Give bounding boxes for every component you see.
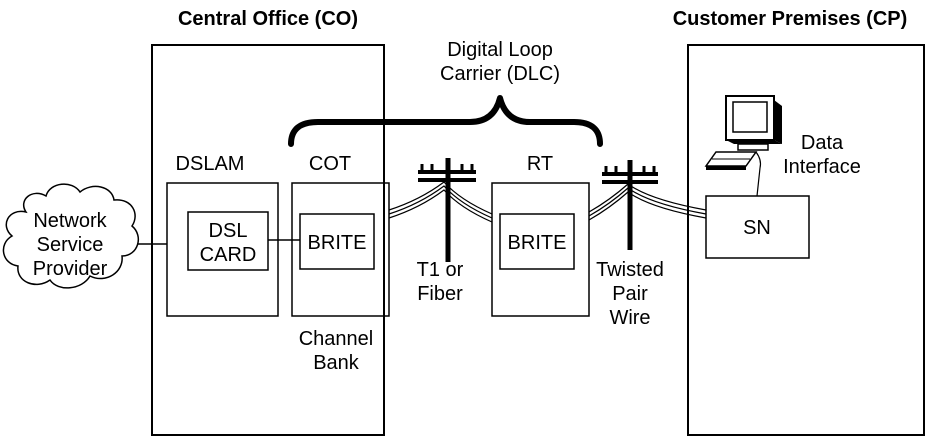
data-interface-line2: Interface [783,156,861,178]
network-provider-line2: Service [37,234,104,256]
sn-label: SN [743,217,771,239]
dsl-card-box [187,211,269,271]
customer-premises-header: Customer Premises (CP) [673,8,908,30]
utility-pole-icon [602,160,658,250]
channel-bank-line1: Channel [299,328,374,350]
dlc-brace [288,95,603,147]
t1-fiber-line1: T1 or [417,259,464,281]
cloud-icon [2,183,140,289]
cot-box [291,182,390,317]
dsl-card-line2: CARD [200,244,257,266]
network-provider-line3: Provider [33,258,108,280]
twisted-pair-line1: Twisted [596,259,664,281]
rt-box [491,182,590,317]
brite-rt-label: BRITE [508,232,567,254]
t1-fiber-line2: Fiber [417,283,463,305]
customer-premises-box [687,44,925,436]
channel-bank-line2: Bank [313,352,360,374]
central-office-header: Central Office (CO) [178,8,358,30]
rt-label: RT [527,153,553,175]
dlc-label-line2: Carrier (DLC) [440,63,560,85]
cot-label: COT [309,153,351,175]
twisted-pair-line3: Wire [609,307,650,329]
data-interface-line1: Data [801,132,844,154]
dslam-box [166,182,279,317]
brite-rt-box [499,213,575,270]
network-provider-line1: Network [33,210,107,232]
utility-pole-icon [418,158,476,262]
dslam-label: DSLAM [176,153,245,175]
computer-icon [704,95,782,197]
twisted-pair-line2: Pair [612,283,648,305]
brite-cot-box [299,213,375,270]
dlc-label-line1: Digital Loop [447,39,553,61]
t1-fiber-wires [388,181,493,223]
brite-cot-label: BRITE [308,232,367,254]
dsl-card-line1: DSL [209,220,248,242]
